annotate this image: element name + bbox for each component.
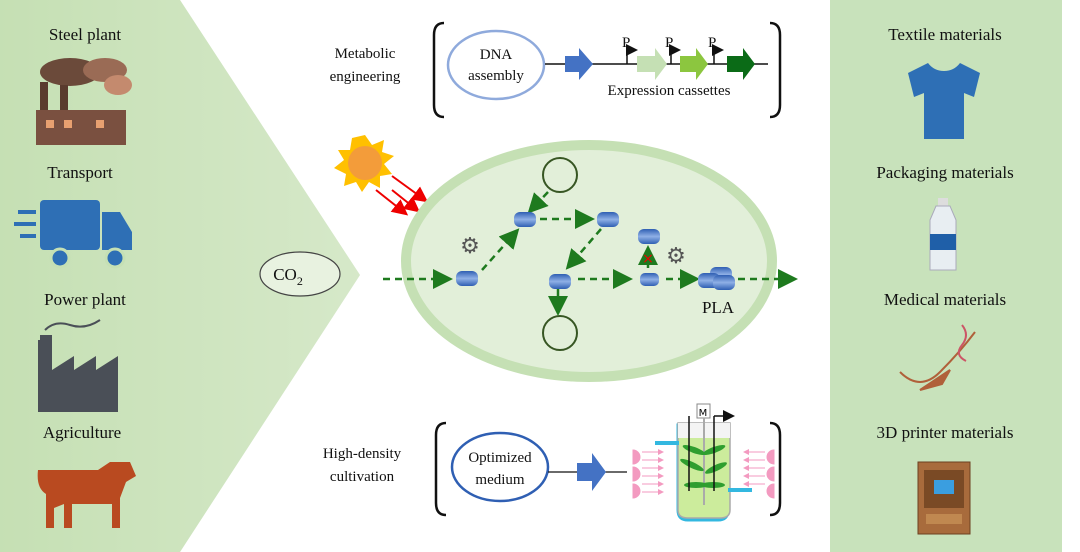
product-label: Medical materials <box>884 290 1006 309</box>
source-label: Agriculture <box>43 423 121 442</box>
product-label: PLA <box>702 298 735 317</box>
product-packaging: Packaging materials <box>876 163 1014 271</box>
co2-subscript: 2 <box>297 274 303 288</box>
light-source-right <box>743 449 775 499</box>
cow-icon <box>37 462 136 528</box>
product-label: Textile materials <box>888 25 1002 44</box>
source-steel-plant: Steel plant <box>36 25 132 145</box>
gene-arrow-icon <box>680 48 708 80</box>
source-agriculture: Agriculture <box>37 423 136 528</box>
gene-arrow-icon <box>637 48 667 80</box>
optimized-medium-node <box>450 431 550 503</box>
source-label: Transport <box>47 163 113 182</box>
enzyme <box>713 275 735 290</box>
medium-label: medium <box>475 472 524 488</box>
dna-label: DNA <box>480 47 513 63</box>
gear-icon: ⚙ <box>666 244 686 269</box>
bracket-left <box>434 421 447 517</box>
dna-assembly-node <box>446 29 546 101</box>
product-label: Packaging materials <box>876 163 1013 182</box>
dna-label: assembly <box>468 68 524 84</box>
cassettes-label: Expression cassettes <box>608 83 731 99</box>
metabolite-circle <box>542 157 578 193</box>
bracket-right <box>769 421 782 517</box>
svg-text:CO2: CO2 <box>273 265 303 288</box>
product-3d-printer: 3D printer materials <box>877 423 1014 535</box>
metabolic-label: Metabolic <box>335 46 396 62</box>
metabolic-engineering-section: Metabolic engineering DNA assembly P P P… <box>330 21 782 119</box>
factory-smoke-icon <box>36 58 132 145</box>
source-transport: Transport <box>14 163 132 269</box>
suture-icon <box>899 324 976 391</box>
sun-icon <box>334 135 429 216</box>
cell: × ⚙ ⚙ PLA <box>383 140 798 382</box>
truck-icon <box>14 200 132 269</box>
co2-node: CO2 <box>259 251 341 297</box>
enzyme <box>638 229 660 244</box>
motor-label: M <box>699 408 708 419</box>
medium-label: Optimized <box>468 450 532 466</box>
enzyme <box>640 273 659 286</box>
metabolite-circle <box>542 315 578 351</box>
source-label: Power plant <box>44 290 126 309</box>
source-label: Steel plant <box>49 25 122 44</box>
cultivation-section: High-density cultivation Optimized mediu… <box>323 403 782 522</box>
co2-label: CO <box>273 265 297 284</box>
product-medical: Medical materials <box>884 290 1006 391</box>
gene-arrow-icon <box>565 48 593 80</box>
process-arrow-icon <box>577 453 606 491</box>
bracket-left <box>432 21 445 119</box>
bracket-right <box>769 21 782 119</box>
3d-printer-icon <box>917 461 971 535</box>
product-label: 3D printer materials <box>877 423 1014 442</box>
enzyme <box>549 274 571 289</box>
power-plant-icon <box>38 319 118 412</box>
cultivation-label: High-density <box>323 446 402 462</box>
cultivation-label: cultivation <box>330 469 395 485</box>
promoter-label: P <box>708 35 716 51</box>
gear-icon: ⚙ <box>460 234 480 259</box>
source-power-plant: Power plant <box>38 290 126 412</box>
enzyme <box>597 212 619 227</box>
knockout-cross-icon: × <box>642 251 654 267</box>
metabolic-label: engineering <box>330 69 401 85</box>
gene-arrow-icon <box>727 48 755 80</box>
bioreactor-icon: M <box>655 403 752 522</box>
enzyme-group <box>456 212 735 290</box>
promoter-label: P <box>622 35 630 51</box>
tshirt-icon <box>908 63 980 139</box>
light-source-left <box>632 449 664 499</box>
product-textile: Textile materials <box>888 25 1002 139</box>
enzyme <box>514 212 536 227</box>
bottle-icon <box>929 198 957 271</box>
promoter-label: P <box>665 35 673 51</box>
enzyme <box>456 271 478 286</box>
